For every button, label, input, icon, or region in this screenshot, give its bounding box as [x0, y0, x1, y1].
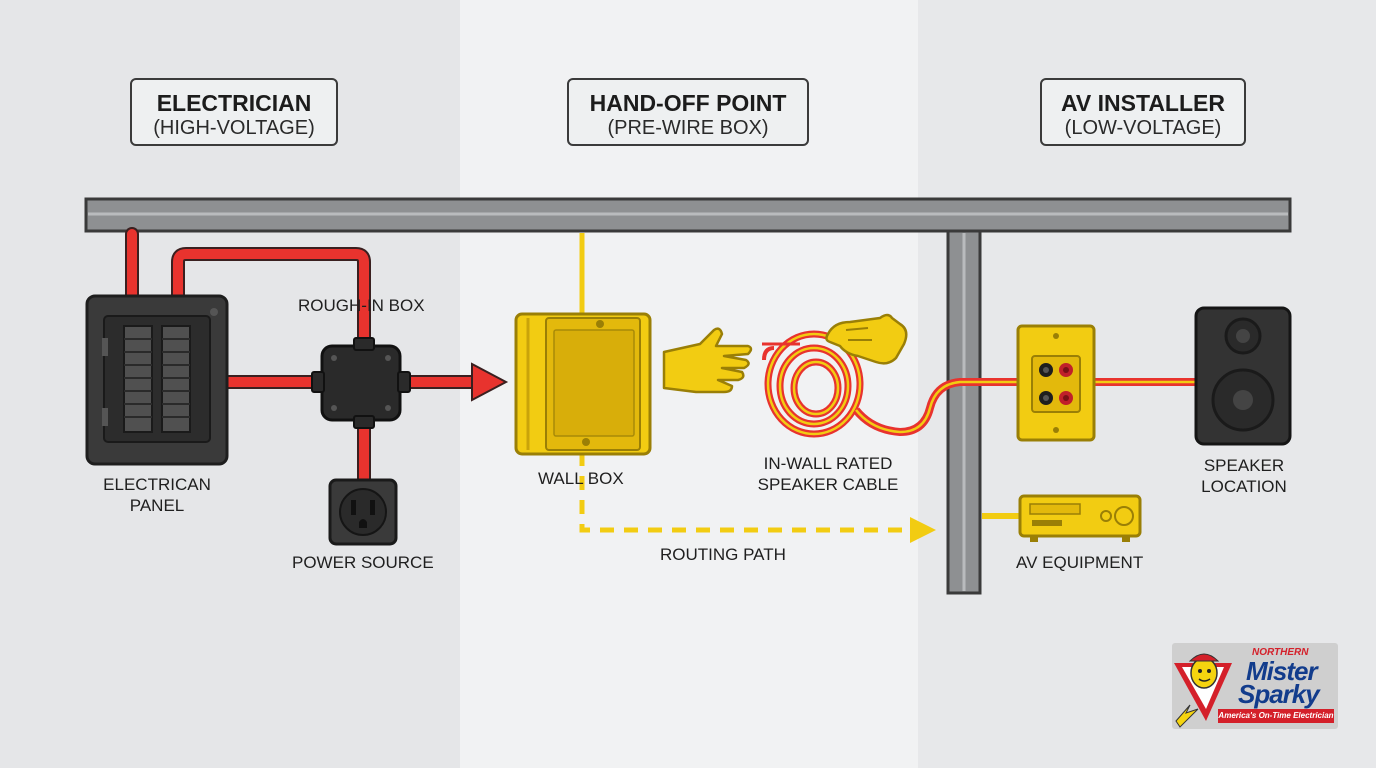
wall-box-label: WALL BOX	[538, 469, 624, 488]
av-installer-title: AV INSTALLER	[1061, 90, 1225, 116]
power-source-label: POWER SOURCE	[292, 553, 434, 572]
speaker-location-label: SPEAKER LOCATION	[1196, 455, 1292, 497]
speaker-label-line2: LOCATION	[1201, 477, 1287, 496]
electrician-subtitle: (HIGH-VOLTAGE)	[153, 117, 315, 139]
logo-mister-text: Mister	[1246, 656, 1318, 686]
electrician-title: ELECTRICIAN	[156, 90, 312, 116]
mascot-icon	[1174, 653, 1232, 728]
handoff-subtitle: (PRE-WIRE BOX)	[607, 117, 769, 139]
speaker-label-line1: SPEAKER	[1203, 456, 1285, 475]
high-voltage-wires	[125, 227, 485, 489]
handoff-title: HAND-OFF POINT	[589, 90, 787, 116]
hand-icon	[662, 327, 753, 394]
top-plate-beam	[84, 197, 1292, 233]
low-voltage-wires	[579, 233, 1020, 519]
cable-coil-icon	[762, 330, 1200, 438]
routing-path-arrow	[579, 452, 936, 543]
panel-label-line2: PANEL	[129, 496, 185, 515]
logo-sparky-text: Sparky	[1238, 679, 1320, 709]
handoff-header: HAND-OFF POINT (PRE-WIRE BOX)	[567, 78, 809, 146]
speaker-cable-label: IN-WALL RATED SPEAKER CABLE	[752, 453, 904, 495]
outlet-icon	[328, 478, 398, 546]
electrical-panel-label: ELECTRICAN PANEL	[96, 474, 218, 516]
cable-label-line1: IN-WALL RATED	[763, 454, 893, 473]
wall-stud	[946, 229, 982, 595]
feed-arrow-head	[471, 362, 509, 402]
wall-box-icon	[514, 312, 652, 456]
cable-label-line2: SPEAKER CABLE	[757, 475, 899, 494]
logo-northern-text: NORTHERN	[1252, 647, 1309, 658]
rough-in-box-label: ROUGH-IN BOX	[298, 296, 425, 315]
breaker-panel-icon	[85, 294, 229, 466]
company-logo: NORTHERN Mister Sparky America's On-Time…	[1172, 643, 1338, 729]
wall-plate-icon	[1016, 324, 1096, 442]
av-receiver-icon	[1018, 494, 1142, 542]
hand-icon	[825, 313, 908, 365]
av-equipment-label: AV EQUIPMENT	[1016, 553, 1144, 572]
av-installer-subtitle: (LOW-VOLTAGE)	[1064, 117, 1222, 139]
routing-path-label: ROUTING PATH	[660, 545, 786, 564]
panel-label-line1: ELECTRICAN	[103, 475, 211, 494]
junction-box-icon	[311, 337, 411, 429]
speaker-icon	[1194, 306, 1292, 446]
av-installer-header: AV INSTALLER (LOW-VOLTAGE)	[1040, 78, 1246, 146]
electrician-header: ELECTRICIAN (HIGH-VOLTAGE)	[130, 78, 338, 146]
logo-tagline: America's On-Time Electrician	[1218, 709, 1334, 723]
